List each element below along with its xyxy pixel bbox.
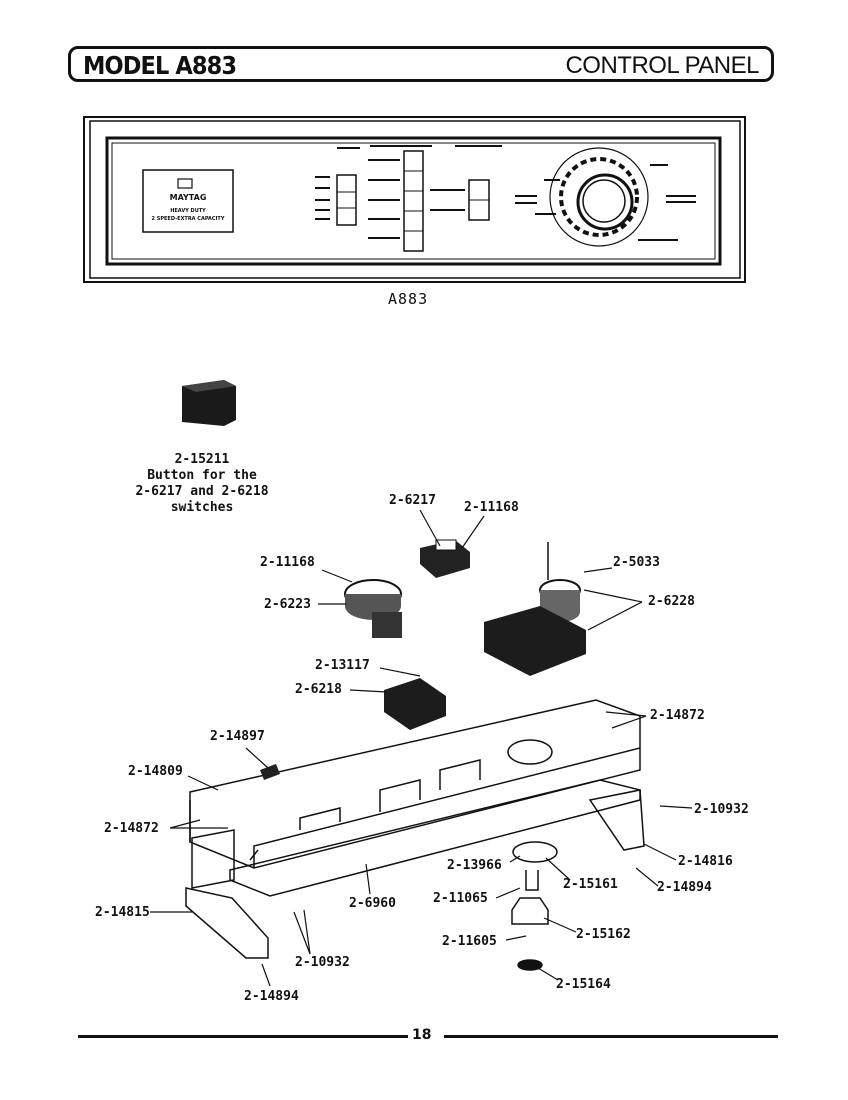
part-label: 2-14894 (244, 989, 299, 1004)
part-label: 2-14897 (210, 729, 265, 744)
panel-caption: A883 (388, 290, 429, 308)
part-label: 2-6228 (648, 594, 695, 609)
part-label: 2-14816 (678, 854, 733, 869)
part-label: 2-6960 (349, 896, 396, 911)
part-label: 2-11065 (433, 891, 488, 906)
part-label: 2-6223 (264, 597, 311, 612)
model-title: MODEL A883 (83, 51, 237, 80)
page-header: MODEL A883 CONTROL PANEL (68, 46, 774, 82)
part-label: 2-6218 (295, 682, 342, 697)
part-label: 2-6217 (389, 493, 436, 508)
part-label: 2-5033 (613, 555, 660, 570)
part-label: 2-10932 (295, 955, 350, 970)
button-part-number: 2-15211 (174, 452, 230, 467)
part-label: 2-11168 (464, 500, 519, 515)
part-label: 2-14815 (95, 905, 150, 920)
page-number: 18 (412, 1027, 432, 1043)
button-part-desc-line-3: switches (170, 500, 234, 515)
part-label: 2-14894 (657, 880, 712, 895)
part-label: 2-15161 (563, 877, 618, 892)
part-label: 2-14872 (650, 708, 705, 723)
part-label: 2-14809 (128, 764, 183, 779)
section-title: CONTROL PANEL (565, 52, 759, 79)
part-label: 2-14872 (104, 821, 159, 836)
part-label: 2-15162 (576, 927, 631, 942)
brand-name: MAYTAG (170, 193, 207, 202)
button-part-desc-line-2: 2-6217 and 2-6218 (135, 484, 269, 499)
badge-line-2: 2 SPEED-EXTRA CAPACITY (152, 216, 225, 222)
badge-line-1: HEAVY DUTY (170, 208, 206, 214)
button-part-desc-line-1: Button for the (147, 468, 257, 483)
part-label: 2-11605 (442, 934, 497, 949)
button-part-description: 2-15211 Button for the 2-6217 and 2-6218… (112, 452, 292, 516)
part-label: 2-13966 (447, 858, 502, 873)
part-label: 2-13117 (315, 658, 370, 673)
part-label: 2-15164 (556, 977, 611, 992)
part-label: 2-10932 (694, 802, 749, 817)
footer-rule-left (78, 1035, 408, 1038)
footer-rule-right (444, 1035, 778, 1038)
part-label: 2-11168 (260, 555, 315, 570)
